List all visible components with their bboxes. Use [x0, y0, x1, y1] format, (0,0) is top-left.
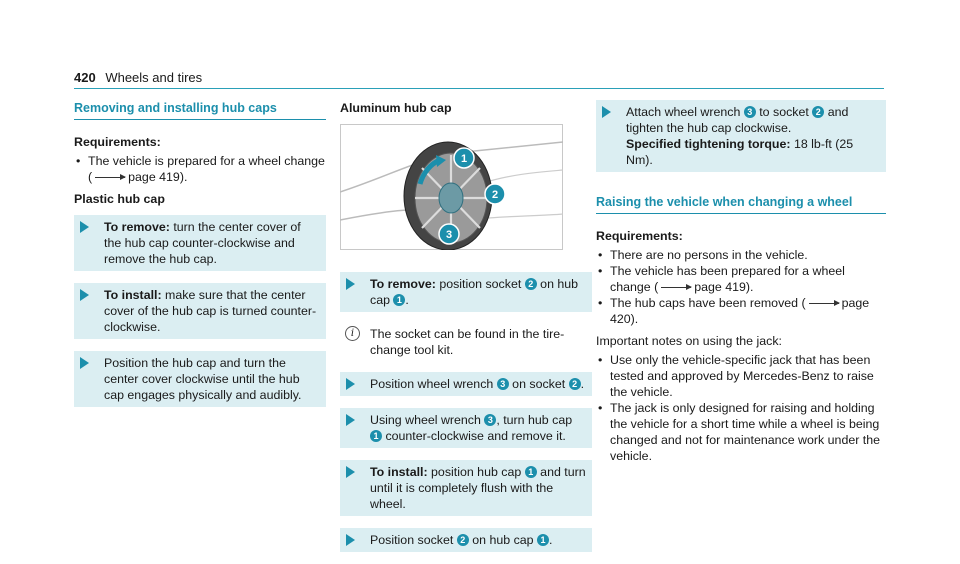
step-text: and turn until it is completely flush wi… [370, 465, 586, 511]
step-text: Attach wheel wrench [626, 105, 744, 119]
info-icon: i [345, 326, 360, 341]
torque-label: Specified tightening torque: [626, 137, 791, 151]
column-3: Attach wheel wrench 3 to socket 2 and ti… [596, 100, 886, 470]
note-text: Use only the vehicle-specific jack that … [610, 353, 874, 399]
step-arrow-icon [346, 534, 355, 546]
step-arrow-icon [346, 414, 355, 426]
column-1: Removing and installing hub caps Require… [74, 100, 326, 419]
step-text: position hub cap [427, 465, 525, 479]
step-text: counter-clockwise and remove it. [382, 429, 566, 443]
step-using-wrench: Using wheel wrench 3, turn hub cap 1 cou… [340, 408, 592, 448]
list-item: The vehicle has been prepared for a whee… [596, 263, 886, 295]
requirement-text: The vehicle has been prepared for a whee… [610, 264, 845, 294]
step-arrow-icon [80, 357, 89, 369]
step-install-aluminum: To install: position hub cap 1 and turn … [340, 460, 592, 516]
requirements-list: The vehicle is prepared for a wheel chan… [74, 153, 326, 185]
step-position-socket: Position socket 2 on hub cap 1. [340, 528, 592, 552]
page-reference-link[interactable]: page 420). [610, 296, 870, 326]
step-arrow-icon [80, 289, 89, 301]
requirement-text: The vehicle is prepared for a wheel chan… [88, 154, 325, 168]
step-text: on hub cap [370, 277, 579, 307]
step-arrow-icon [346, 466, 355, 478]
step-position-wrench: Position wheel wrench 3 on socket 2. [340, 372, 592, 396]
info-text: The socket can be found in the tire-chan… [370, 327, 565, 357]
step-text: Using wheel wrench [370, 413, 485, 427]
step-text: to socket [755, 105, 813, 119]
step-text: make sure that the center cover of the h… [104, 288, 317, 334]
step-text: Position socket [370, 533, 457, 547]
list-item: The jack is only designed for raising an… [596, 400, 886, 464]
figure-callout-1: 1 [461, 153, 467, 165]
cross-reference-arrow-icon [661, 284, 693, 290]
step-arrow-icon [602, 106, 611, 118]
header-rule [74, 88, 884, 89]
step-text: and tighten the hub cap clockwise. [626, 105, 849, 135]
page-reference-link[interactable]: page 419). [694, 280, 754, 294]
step-arrow-icon [80, 221, 89, 233]
callout-badge-2: 2 [524, 278, 537, 290]
requirement-text: The hub caps have been removed ( [610, 296, 806, 310]
section-title-raising-vehicle: Raising the vehicle when changing a whee… [596, 194, 886, 214]
requirement-text: There are no persons in the vehicle. [610, 248, 808, 262]
list-item: There are no persons in the vehicle. [596, 247, 886, 263]
callout-badge-2: 2 [568, 378, 581, 390]
step-attach-wrench: Attach wheel wrench 3 to socket 2 and ti… [596, 100, 886, 172]
step-position: Position the hub cap and turn the center… [74, 351, 326, 407]
callout-badge-3: 3 [484, 414, 497, 426]
callout-badge-2: 2 [456, 534, 469, 546]
page-header-title: Wheels and tires [105, 70, 203, 85]
step-label: To install: [104, 288, 162, 302]
requirements-label: Requirements: [74, 135, 161, 149]
jack-notes-intro: Important notes on using the jack: [596, 334, 782, 348]
torque-value: 18 lb-ft (25 Nm). [626, 137, 854, 167]
list-item: The hub caps have been removed (page 420… [596, 295, 886, 327]
cross-reference-arrow-icon [95, 174, 127, 180]
plastic-hub-cap-title: Plastic hub cap [74, 192, 165, 206]
list-item: Use only the vehicle-specific jack that … [596, 352, 886, 400]
section-title-hub-caps: Removing and installing hub caps [74, 100, 326, 120]
callout-badge-1: 1 [524, 466, 537, 478]
step-text: turn the center cover of the hub cap cou… [104, 220, 301, 266]
page-header: 420 Wheels and tires [74, 70, 202, 85]
step-text: Position wheel wrench [370, 377, 497, 391]
aluminum-hub-cap-title: Aluminum hub cap [340, 101, 452, 115]
page-number: 420 [74, 70, 96, 85]
requirements-list: There are no persons in the vehicle. The… [596, 247, 886, 327]
page-reference-link[interactable]: page 419). [128, 170, 188, 184]
figure-callout-2: 2 [492, 189, 498, 201]
cross-reference-arrow-icon [808, 300, 840, 306]
step-text: on hub cap [468, 533, 537, 547]
callout-badge-1: 1 [370, 430, 382, 442]
jack-notes-list: Use only the vehicle-specific jack that … [596, 352, 886, 464]
step-arrow-icon [346, 278, 355, 290]
step-text: position socket [435, 277, 525, 291]
step-label: To remove: [104, 220, 170, 234]
step-text: Position the hub cap and turn the center… [104, 356, 302, 402]
callout-badge-2: 2 [812, 106, 825, 118]
hub-cap-illustration: 1 2 3 [339, 124, 564, 251]
callout-badge-3: 3 [743, 106, 756, 118]
step-label: To install: [370, 465, 428, 479]
step-remove-aluminum: To remove: position socket 2 on hub cap … [340, 272, 592, 312]
list-item: The vehicle is prepared for a wheel chan… [74, 153, 326, 185]
callout-badge-1: 1 [393, 294, 406, 306]
requirements-label: Requirements: [596, 229, 683, 243]
step-remove: To remove: turn the center cover of the … [74, 215, 326, 271]
callout-badge-1: 1 [536, 534, 549, 546]
step-text: on socket [508, 377, 569, 391]
step-label: To remove: [370, 277, 436, 291]
step-arrow-icon [346, 378, 355, 390]
note-text: The jack is only designed for raising an… [610, 401, 881, 463]
step-install: To install: make sure that the center co… [74, 283, 326, 339]
callout-badge-3: 3 [496, 378, 509, 390]
column-2: Aluminum hub cap 1 2 3 To remove: pos [339, 100, 592, 564]
info-note: i The socket can be found in the tire-ch… [340, 324, 592, 360]
step-text: , turn hub cap [496, 413, 573, 427]
figure-callout-3: 3 [446, 229, 452, 241]
